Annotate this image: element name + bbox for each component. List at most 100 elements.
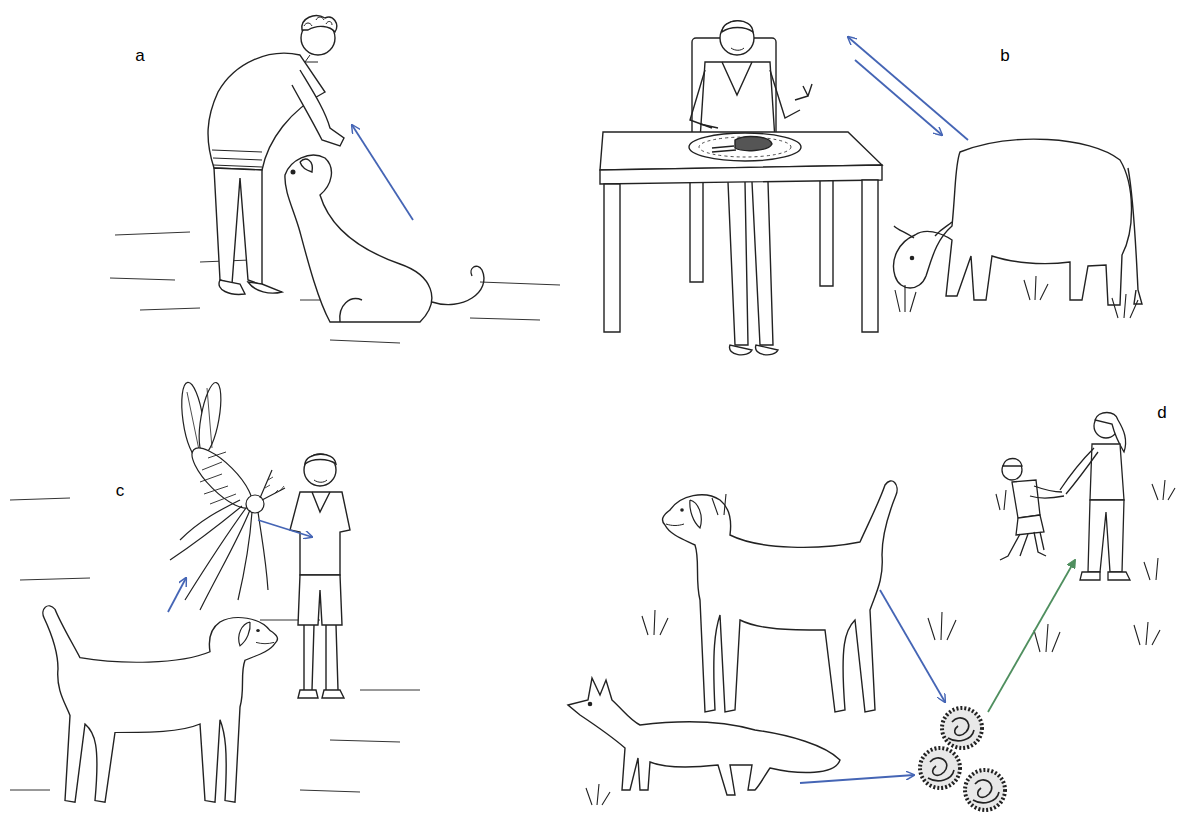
grass (1152, 480, 1175, 500)
seated-man (690, 21, 812, 355)
boy-standing (298, 575, 342, 625)
mosquito (170, 381, 285, 610)
grass (1024, 276, 1048, 300)
seated-man (720, 21, 754, 55)
cow (894, 139, 1132, 305)
transmission-arrow (800, 775, 914, 783)
grass (586, 480, 1175, 805)
mosquito (170, 500, 268, 610)
fox (588, 702, 591, 705)
dog-standing (663, 481, 898, 712)
panel-label: a (135, 47, 144, 64)
mother-and-child (1090, 444, 1124, 500)
boy-standing (314, 480, 327, 482)
transmission-arrow (855, 60, 942, 135)
cow (910, 256, 913, 259)
dog-standing (43, 606, 278, 802)
panel-label: c (116, 482, 125, 499)
grass (895, 276, 1138, 318)
person-bending (305, 55, 318, 62)
seated-man (722, 62, 752, 95)
grass (1034, 624, 1060, 652)
mother-and-child (1000, 532, 1046, 560)
person-bending (304, 17, 332, 26)
grass (712, 494, 726, 515)
parasite-eggs (948, 718, 974, 741)
mosquito (246, 495, 264, 513)
transmission-arrow (352, 125, 413, 220)
table (712, 146, 736, 152)
table (600, 132, 882, 170)
person-bending (219, 280, 282, 294)
mother-and-child (1060, 448, 1098, 494)
cow (894, 222, 952, 238)
mother-and-child (1003, 459, 1022, 467)
seated-man (722, 21, 753, 32)
table (604, 180, 878, 332)
grass (996, 490, 1006, 510)
person-bending (292, 70, 344, 146)
boy-standing (312, 492, 330, 512)
boy-standing (298, 690, 344, 698)
boy-standing (304, 454, 336, 486)
grass (1144, 558, 1158, 580)
seated-man (728, 182, 773, 345)
mother-and-child (1080, 572, 1130, 580)
table (690, 175, 833, 286)
mother-and-child (1030, 486, 1064, 498)
parasite-eggs (973, 780, 999, 803)
mosquito (187, 388, 212, 450)
infection-arrow (988, 560, 1075, 712)
grass (1134, 622, 1160, 645)
mosquito (260, 470, 285, 500)
parasite-eggs (942, 708, 982, 748)
seated-man (730, 345, 778, 355)
grass (1112, 294, 1138, 318)
grass (928, 612, 956, 640)
transmission-arrow (848, 37, 968, 140)
grass (586, 784, 610, 805)
dog-sitting (285, 155, 484, 322)
transmission-arrow (168, 578, 186, 612)
transmission-arrow (258, 520, 312, 537)
cow (1128, 168, 1142, 304)
dog-sitting (432, 266, 484, 304)
table (699, 137, 791, 157)
panel-label: b (1000, 47, 1009, 64)
mosquito (200, 452, 236, 504)
transmission-arrows (168, 37, 1075, 783)
seated-man (731, 48, 744, 50)
boy-standing (290, 454, 350, 698)
grass (642, 610, 668, 635)
person-bending (214, 168, 262, 285)
seated-man (690, 70, 800, 128)
mother-and-child (1012, 480, 1040, 518)
fox (568, 678, 840, 795)
table (689, 133, 801, 161)
table (600, 132, 882, 332)
dog-sitting (340, 299, 362, 322)
person-bending (212, 150, 262, 167)
mosquito (265, 477, 284, 494)
parasite-eggs (928, 758, 954, 781)
mosquito (195, 381, 225, 455)
dog-sitting (300, 159, 312, 172)
mother-and-child (1000, 413, 1130, 581)
parasite-eggs (920, 748, 960, 788)
parasite-eggs (965, 770, 1005, 810)
cow (894, 139, 1142, 305)
panel-label: d (1157, 404, 1166, 421)
boy-standing (304, 625, 338, 690)
transmission-arrow (880, 590, 945, 702)
table (600, 165, 882, 184)
fox (568, 678, 840, 795)
table (735, 137, 772, 151)
mother-and-child (1088, 500, 1124, 572)
dog-sitting (285, 155, 432, 322)
person-bending (302, 16, 337, 32)
grass (895, 285, 916, 312)
boy-standing (305, 454, 336, 464)
mother-and-child (1016, 515, 1044, 535)
